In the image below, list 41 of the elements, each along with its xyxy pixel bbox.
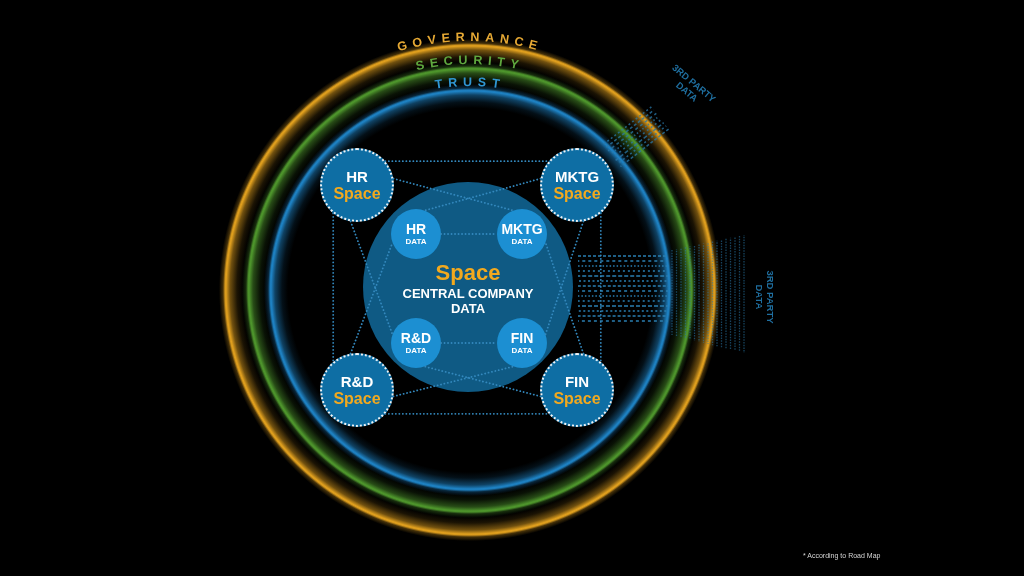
heading: R&D [400,330,432,346]
subheading: DATA [511,345,533,356]
subheading: Space [553,184,601,203]
heading: MKTG [501,221,543,237]
data-circle [497,318,547,368]
subheading: DATA [511,236,533,247]
dotted-circle [320,353,394,427]
dotted-connector [384,412,550,415]
dotted-connector [599,212,602,363]
subheading: Space [333,184,381,203]
dotted-connector [423,365,542,398]
dotted-connector [423,177,542,212]
dotted-circle [540,353,614,427]
dotted-connector [392,365,515,398]
ring-label: TRUST [434,75,506,92]
ring-label: GOVERNANCE [395,29,545,55]
dotted-connector [332,212,335,363]
dotted-connector [392,177,515,212]
heading: MKTG [554,167,600,185]
heading: R&D [340,372,374,390]
dotted-connector [544,220,585,336]
data-circle [497,209,547,259]
dotted-connector [544,241,585,355]
subheading: DATA [405,236,427,247]
dotted-circle [320,148,394,222]
body-text: CENTRAL COMPANY DATA [401,286,535,316]
dotted-circle [540,148,614,222]
heading: HR [346,167,368,185]
ring-label: SECURITY [414,52,526,74]
heading: HR [405,221,427,237]
heading: FIN [564,372,590,390]
subheading: Space [553,389,601,408]
subheading: Space [333,389,381,408]
dotted-connector [349,220,394,336]
data-circle [391,209,441,259]
dotted-connector [384,160,550,163]
heading: FIN [510,330,534,346]
stream-label: 3RD PARTY DATA [753,269,775,326]
heading: Space [435,260,501,285]
subheading: DATA [405,345,427,356]
data-circle [391,318,441,368]
